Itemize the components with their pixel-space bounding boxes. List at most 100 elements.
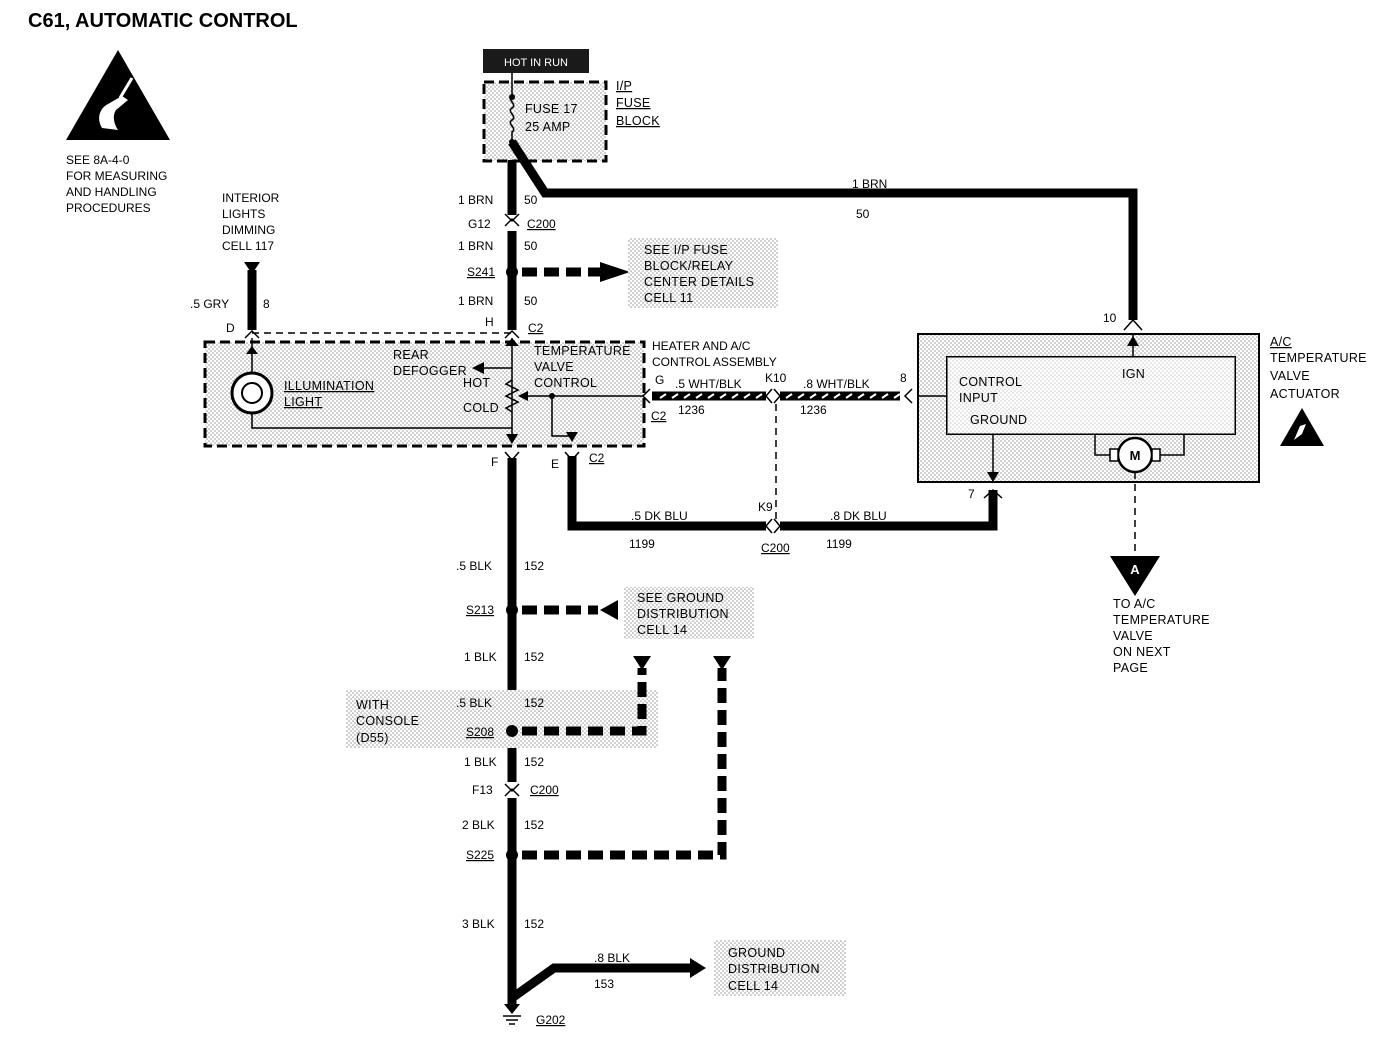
svg-text:VALVE: VALVE [1270, 369, 1310, 383]
circuit-152-2: 152 [524, 650, 544, 664]
wire-s225-branch [522, 668, 727, 860]
circuit-50-1: 50 [524, 193, 538, 207]
actuator-pin-8: 8 [900, 371, 907, 385]
wire-label-blk-5-1: .5 BLK [456, 559, 492, 573]
g202-reference: GROUND DISTRIBUTION CELL 14 [728, 946, 819, 993]
svg-text:DEFOGGER: DEFOGGER [393, 364, 467, 378]
circuit-152-3: 152 [524, 696, 544, 710]
svg-text:BLOCK: BLOCK [616, 114, 660, 128]
arrow-s213-icon [600, 600, 618, 620]
fuse-label: FUSE 17 [525, 102, 578, 116]
svg-text:TEMPERATURE: TEMPERATURE [1113, 613, 1210, 627]
esd-note: SEE 8A-4-0 FOR MEASURING AND HANDLING PR… [66, 153, 167, 215]
svg-text:ACTUATOR: ACTUATOR [1270, 387, 1340, 401]
svg-text:TEMPERATURE: TEMPERATURE [534, 344, 631, 358]
potentiometer-symbol [504, 379, 520, 413]
circuit-50-3: 50 [524, 294, 538, 308]
connector-h [504, 329, 520, 339]
s241-reference: SEE I/P FUSE BLOCK/RELAY CENTER DETAILS … [644, 243, 754, 305]
offpage-connector-a-letter: A [1130, 562, 1140, 577]
circuit-1236-1: 1236 [678, 403, 705, 417]
hot-in-run-badge [483, 49, 589, 73]
svg-text:CENTER DETAILS: CENTER DETAILS [644, 275, 754, 289]
actuator-ign-label: IGN [1122, 367, 1145, 381]
connector-f13-label: F13 [472, 783, 493, 797]
g202-ref-shade [714, 940, 846, 996]
illum-arrow-icon [246, 346, 258, 354]
wire-label-brn: 1 BRN [852, 177, 887, 191]
f-arrow-icon [506, 434, 518, 444]
connector-k9 [765, 518, 781, 534]
svg-text:GROUND: GROUND [728, 946, 785, 960]
actuator-esd-icon [1280, 408, 1324, 446]
svg-text:PROCEDURES: PROCEDURES [66, 201, 151, 215]
actuator-inner-shade [947, 357, 1235, 434]
wire-label-blk-8: .8 BLK [594, 951, 630, 965]
connector-e-label: E [551, 457, 559, 471]
svg-text:VALVE: VALVE [534, 360, 574, 374]
circuit-152-1: 152 [524, 559, 544, 573]
connector-h-label: H [485, 315, 494, 329]
circuit-1199-1: 1199 [629, 537, 655, 551]
circuit-50-2: 50 [524, 239, 538, 253]
circuit-153: 153 [594, 977, 614, 991]
heater-assembly-outline [203, 340, 646, 448]
connector-c2-label-bottom: C2 [589, 451, 605, 465]
svg-text:CELL 14: CELL 14 [637, 623, 687, 637]
offpage-note: TO A/C TEMPERATURE VALVE ON NEXT PAGE [1113, 597, 1210, 675]
connector-g12 [504, 213, 520, 227]
arrow-g202-ref-icon [690, 958, 706, 978]
svg-text:CONTROL: CONTROL [534, 376, 597, 390]
ign-arrow-icon [1127, 336, 1139, 346]
control-arrow-icon [505, 338, 519, 346]
svg-text:ILLUMINATION: ILLUMINATION [284, 379, 374, 393]
svg-text:AND HANDLING: AND HANDLING [66, 185, 157, 199]
cold-label: COLD [463, 401, 499, 415]
motor-leads [1094, 434, 1185, 456]
wire-circuit-50: 50 [856, 207, 870, 221]
interior-lights-ref: INTERIOR LIGHTS DIMMING CELL 117 [222, 191, 280, 253]
motor-left-terminal [1109, 448, 1119, 462]
control-input-label: CONTROL INPUT [959, 375, 1022, 405]
wiper-arrow-icon [518, 391, 528, 401]
actuator-pin-10: 10 [1103, 311, 1117, 325]
wire-s208-branch [522, 668, 647, 736]
interior-lights-arrow-icon [244, 262, 260, 274]
s213-reference: SEE GROUND DISTRIBUTION CELL 14 [637, 591, 728, 637]
connector-f13 [504, 783, 520, 797]
arrow-s225-icon [713, 656, 731, 670]
circuit-152-6: 152 [524, 917, 544, 931]
fuse-rating: 25 AMP [525, 120, 571, 134]
actuator-label: A/C TEMPERATURE VALVE ACTUATOR [1270, 335, 1367, 401]
circuit-152-5: 152 [524, 818, 544, 832]
svg-text:SEE GROUND: SEE GROUND [637, 591, 724, 605]
connector-d [244, 329, 260, 339]
console-option-shade [346, 690, 658, 748]
rear-defogger-label: REAR DEFOGGER [393, 348, 467, 378]
circuit-1236-2: 1236 [800, 403, 827, 417]
svg-text:FOR MEASURING: FOR MEASURING [66, 169, 167, 183]
svg-text:SEE 8A-4-0: SEE 8A-4-0 [66, 153, 130, 167]
svg-text:REAR: REAR [393, 348, 429, 362]
wire-label-dk-blu-8: .8 DK BLU [830, 509, 887, 523]
motor-label: M [1130, 448, 1141, 463]
wire-label-brn-1: 1 BRN [458, 193, 493, 207]
connector-c200-label-1: C200 [527, 217, 556, 231]
svg-text:SEE I/P FUSE: SEE I/P FUSE [644, 243, 728, 257]
wire-label-wht-blk-8: .8 WHT/BLK [803, 377, 870, 391]
wire-dk-blu-1 [567, 456, 766, 531]
circuit-152-4: 152 [524, 755, 544, 769]
svg-text:CONTROL: CONTROL [959, 375, 1022, 389]
svg-text:CELL 11: CELL 11 [644, 291, 693, 305]
offpage-connector-a-icon [1110, 556, 1160, 596]
heater-assembly-label-2: CONTROL ASSEMBLY [652, 355, 777, 369]
actuator-outline [917, 333, 1260, 483]
diagram-title: C61, AUTOMATIC CONTROL [28, 10, 298, 32]
fuse-block-outline [482, 80, 608, 163]
s241-ref-shade [628, 238, 778, 308]
actuator-ground-label: GROUND [970, 413, 1027, 427]
wire-label-blk-1-2: 1 BLK [464, 755, 497, 769]
connector-pin-7 [983, 488, 1003, 499]
hot-label: HOT [463, 376, 490, 390]
